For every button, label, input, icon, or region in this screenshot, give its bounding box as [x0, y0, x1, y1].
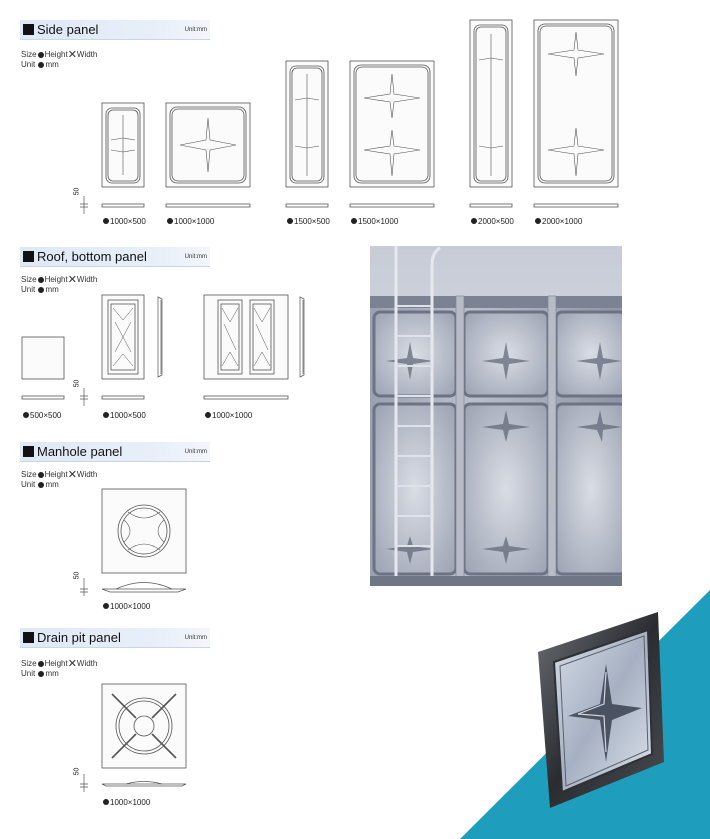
- section-unit: Unit:mm: [184, 449, 207, 455]
- panel-size-caption: 1000×1000: [103, 602, 150, 611]
- section-title: Side panel: [37, 22, 99, 37]
- panel-size-caption: 1500×1000: [351, 217, 398, 226]
- side-panel-2000x1000-drawing: [533, 19, 619, 208]
- section-unit: Unit:mm: [184, 27, 207, 33]
- section-title: Manhole panel: [37, 444, 123, 459]
- section-title: Drain pit panel: [37, 630, 121, 645]
- side-panel-1000x1000-drawing: [165, 102, 251, 208]
- section-title: Roof, bottom panel: [37, 249, 147, 264]
- black-square-icon: [23, 251, 34, 262]
- side-panel-1500x1000-drawing: [349, 60, 435, 208]
- black-square-icon: [23, 24, 34, 35]
- section-header-roof-bottom-panel: Roof, bottom panel Unit:mm: [20, 247, 210, 267]
- section-header-manhole-panel: Manhole panel Unit:mm: [20, 442, 210, 462]
- panel-size-caption: 1000×1000: [205, 411, 252, 420]
- panel-size-caption: 1000×500: [103, 217, 146, 226]
- side-panel-1000x500-drawing: [101, 102, 145, 208]
- drain-pit-panel-drawing: [80, 683, 187, 792]
- panel-3d-render: [538, 612, 664, 808]
- section-header-side-panel: Side panel Unit:mm: [20, 20, 210, 40]
- roof-bottom-panel-drawings: [21, 294, 305, 406]
- section-unit: Unit:mm: [184, 635, 207, 641]
- panel-size-caption: 1000×1000: [103, 798, 150, 807]
- panel-size-caption: 2000×1000: [535, 217, 582, 226]
- panel-size-caption: 1000×500: [103, 411, 146, 420]
- side-panel-drawings: [80, 19, 619, 214]
- black-square-icon: [23, 446, 34, 457]
- panel-size-caption: 500×500: [23, 411, 61, 420]
- panel-size-caption: 2000×500: [471, 217, 514, 226]
- manhole-panel-drawing: [80, 488, 187, 596]
- section-unit: Unit:mm: [184, 254, 207, 260]
- panel-size-caption: 1500×500: [287, 217, 330, 226]
- dimension-50-label: 50: [73, 767, 81, 776]
- section-header-drain-pit-panel: Drain pit panel Unit:mm: [20, 628, 210, 648]
- side-panel-1500x500-drawing: [285, 60, 329, 208]
- side-panel-2000x500-drawing: [469, 19, 513, 208]
- tank-ladder-photo: [370, 246, 622, 586]
- panel-size-caption: 1000×1000: [167, 217, 214, 226]
- black-square-icon: [23, 632, 34, 643]
